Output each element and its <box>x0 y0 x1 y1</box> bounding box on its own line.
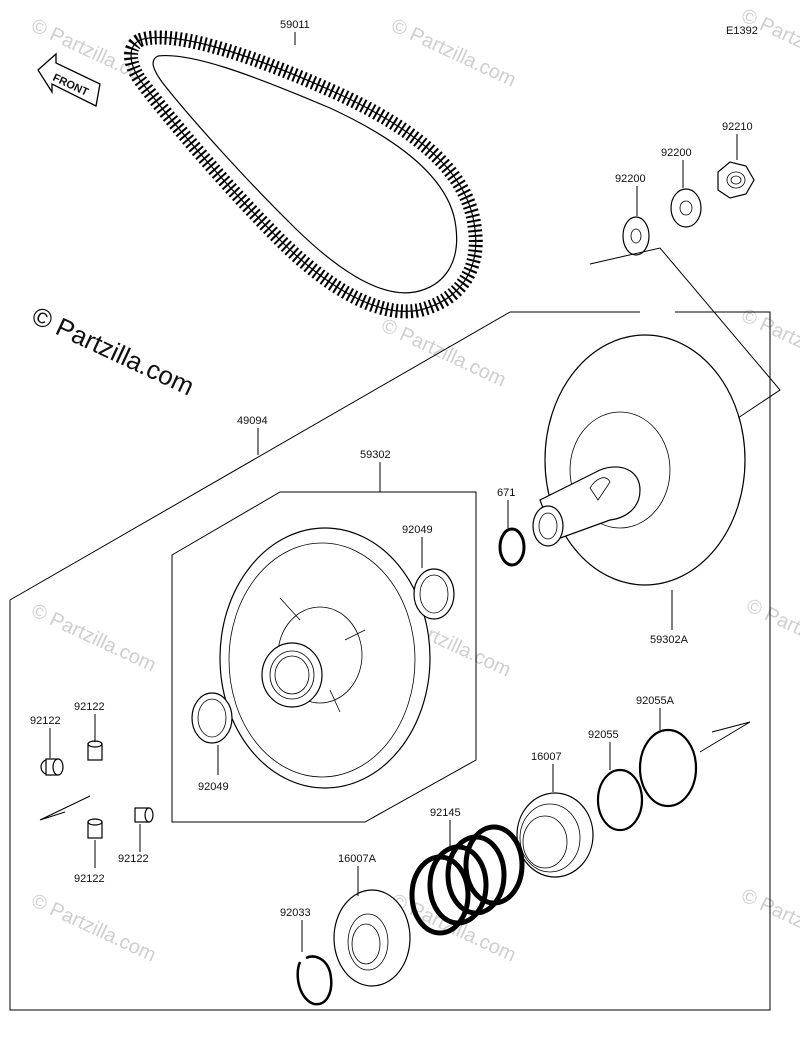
watermark: © Partzilla.com <box>738 885 800 962</box>
fixed-sheave <box>532 334 746 586</box>
label-92055A: 92055A <box>636 695 675 707</box>
nut <box>717 161 755 199</box>
ring <box>638 728 698 808</box>
drive-belt <box>124 30 483 319</box>
cam-a <box>333 889 411 987</box>
label-92145: 92145 <box>430 807 461 819</box>
label-59302A: 59302A <box>650 634 689 646</box>
seal <box>191 692 233 744</box>
label-92122-1: 92122 <box>30 715 61 727</box>
watermark: © Partzilla.com <box>738 5 800 82</box>
label-92122-4: 92122 <box>118 853 149 865</box>
watermark: © Partzilla.com <box>738 305 800 382</box>
spring <box>409 824 525 936</box>
label-92200-left: 92200 <box>615 173 646 185</box>
label-92049-bottom: 92049 <box>198 781 229 793</box>
ring <box>596 768 644 832</box>
washer <box>670 188 702 228</box>
label-92200-right: 92200 <box>661 147 692 159</box>
label-16007A: 16007A <box>338 853 377 865</box>
watermark: © Partzilla.com <box>388 15 519 92</box>
o-ring <box>498 527 526 567</box>
watermark: © Partzilla.com <box>28 600 159 677</box>
label-16007: 16007 <box>531 751 562 763</box>
label-92055: 92055 <box>588 729 619 741</box>
label-92210: 92210 <box>722 121 753 133</box>
label-59011: 59011 <box>280 19 310 31</box>
roller-weight <box>134 807 154 823</box>
label-49094: 49094 <box>237 415 268 427</box>
diagram-code: E1392 <box>726 25 758 37</box>
watermark: © Partzilla.com <box>28 890 159 967</box>
label-92122-3: 92122 <box>74 873 105 885</box>
seal <box>413 568 455 620</box>
watermark: © Partzilla.com <box>378 315 509 392</box>
label-92122-2: 92122 <box>74 701 105 713</box>
label-59302: 59302 <box>360 449 391 461</box>
label-92033: 92033 <box>280 907 311 919</box>
cam <box>516 792 594 878</box>
roller-weight <box>40 758 64 776</box>
washer <box>622 216 650 256</box>
movable-sheave <box>219 527 431 789</box>
label-671: 671 <box>497 487 515 499</box>
watermark: © Partzilla.com <box>743 595 800 672</box>
label-92049-top: 92049 <box>402 524 433 536</box>
circlip <box>296 955 333 1006</box>
copyright-text: © Partzilla.com <box>27 300 198 401</box>
roller-weight <box>87 818 103 839</box>
roller-weight <box>87 740 103 761</box>
